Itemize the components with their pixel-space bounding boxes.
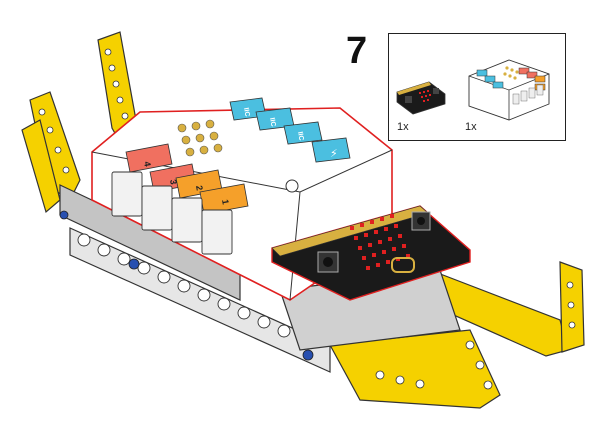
parts-list-box: 1x 1x (388, 33, 566, 141)
step-number: 7 (346, 30, 368, 72)
microbit-board-model (271, 205, 471, 301)
iic-label-1: IIC (242, 107, 250, 117)
grey-lego-beams (59, 184, 461, 373)
microbit-quantity: 1x (397, 121, 409, 133)
expansion-board-part-image (468, 59, 550, 121)
port-label-4: 4 (142, 161, 153, 168)
lightning-icon: ⚡ (330, 147, 338, 160)
port-label-2: 2 (194, 185, 205, 192)
port-labels: 4 3 2 1 (142, 161, 231, 206)
expansion-board-quantity: 1x (465, 121, 477, 133)
iic-label-3: IIC (296, 131, 304, 141)
yellow-lego-frame (21, 31, 585, 409)
port-label-1: 1 (220, 199, 231, 206)
iic-label-2: IIC (268, 117, 276, 127)
microbit-part-image (396, 81, 446, 115)
iic-labels: IIC IIC IIC (242, 107, 304, 141)
parts-list-illustrations (396, 59, 550, 121)
port-label-3: 3 (168, 179, 179, 186)
